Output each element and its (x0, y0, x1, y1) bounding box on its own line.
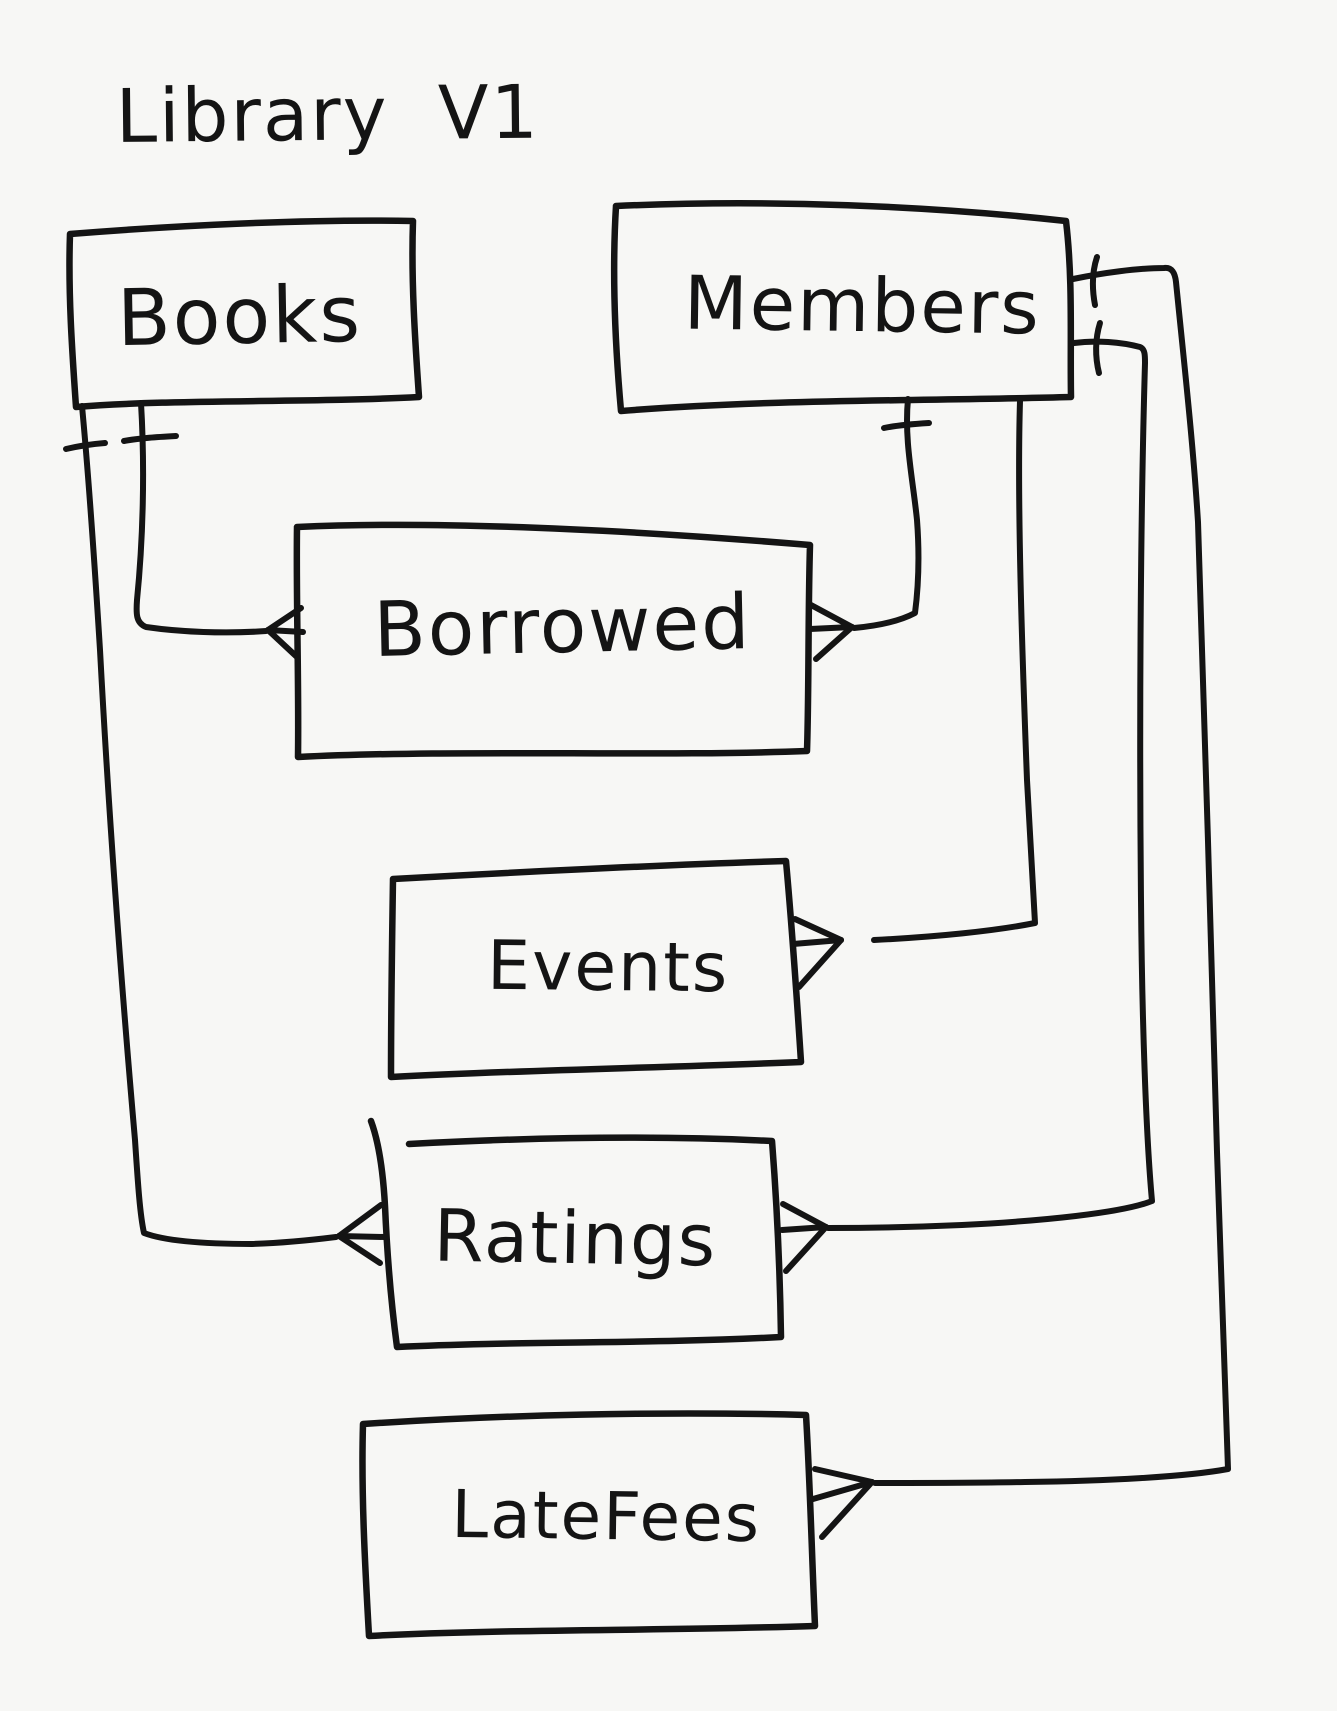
diagram-title: Library V1 (115, 70, 540, 160)
crow-foot-many-icon (790, 916, 844, 990)
relationship-books-ratings (63, 403, 387, 1266)
relationship-members-ratings (779, 320, 1155, 1274)
crow-foot-many-icon (779, 1201, 829, 1274)
entity-box (66, 217, 423, 411)
cardinality-one-tick-icon (1089, 254, 1100, 308)
relationship-members-borrowed (807, 396, 932, 662)
relationship-members-latefees (810, 254, 1231, 1540)
cardinality-one-tick-icon (63, 440, 108, 452)
entity-box (610, 200, 1075, 415)
entity-books: Books (66, 217, 423, 411)
relationship-books-borrowed (121, 400, 306, 660)
relationship-line (851, 396, 922, 631)
entity-label: Borrowed (373, 577, 753, 674)
entity-box (359, 1410, 819, 1640)
crow-foot-many-icon (807, 602, 855, 662)
crow-foot-many-icon (336, 1202, 387, 1266)
relationship-members-events (790, 398, 1038, 990)
cardinality-one-tick-icon (1093, 320, 1103, 376)
relationship-line (872, 264, 1231, 1486)
cardinality-one-tick-icon (881, 420, 932, 431)
entity-members: Members (610, 200, 1075, 415)
entity-label: Ratings (433, 1194, 718, 1283)
entity-events: Events (387, 857, 805, 1081)
relationship-line (871, 398, 1038, 943)
cardinality-one-tick-icon (121, 433, 179, 444)
entity-latefees: LateFees (359, 1410, 819, 1640)
entity-borrowed: Borrowed (293, 521, 814, 761)
entity-box (293, 521, 814, 761)
entity-box (367, 1117, 785, 1351)
entity-label: Events (487, 927, 730, 1009)
entity-label: Members (683, 261, 1041, 352)
entity-label: LateFees (451, 1476, 762, 1557)
relationship-line (133, 400, 269, 636)
relationship-line (79, 403, 339, 1247)
entity-label: Books (116, 270, 362, 364)
entity-ratings: Ratings (367, 1117, 785, 1351)
entity-box (387, 857, 805, 1081)
crow-foot-many-icon (810, 1466, 875, 1540)
relationship-line (825, 338, 1155, 1231)
